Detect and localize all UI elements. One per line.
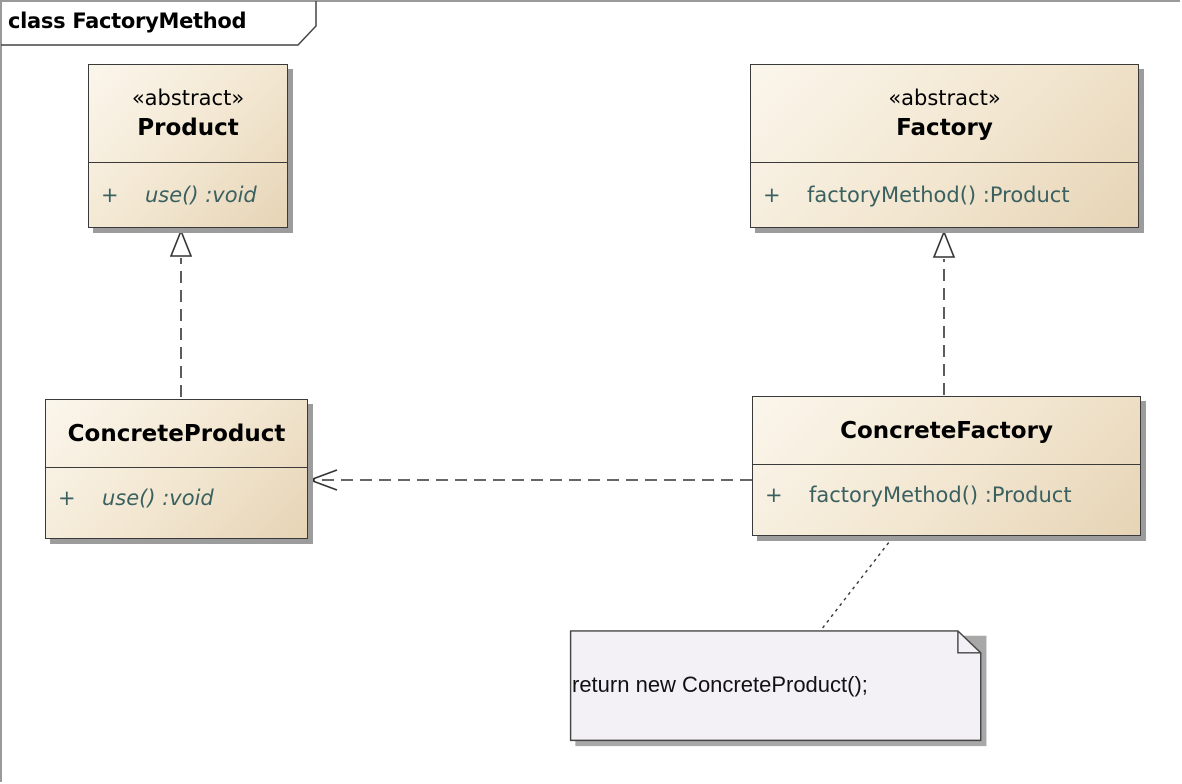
class-concrete-factory[interactable]: ConcreteFactory + factoryMethod() :Produc… (752, 396, 1141, 536)
operation-signature: factoryMethod() :Product (809, 483, 1072, 507)
class-concrete-factory-operations: + factoryMethod() :Product (753, 465, 1140, 535)
class-factory-stereotype: «abstract» (888, 85, 1001, 110)
operation-use[interactable]: + use() :void (58, 486, 307, 510)
class-product-stereotype: «abstract» (131, 85, 245, 110)
class-concrete-product-header: ConcreteProduct (46, 400, 307, 468)
note-shape[interactable] (562, 630, 996, 748)
class-product-name: Product (137, 114, 239, 141)
operation-signature: use() :void (145, 183, 257, 207)
class-product-header: «abstract» Product (89, 65, 287, 163)
class-factory-header: «abstract» Factory (751, 65, 1138, 163)
operation-signature: use() :void (102, 486, 214, 510)
class-concrete-product-name: ConcreteProduct (67, 420, 286, 447)
class-factory-name: Factory (896, 114, 993, 141)
visibility-public: + (765, 483, 783, 507)
class-concrete-product-operations: + use() :void (46, 468, 307, 538)
visibility-public: + (58, 486, 76, 510)
operation-factory-method[interactable]: + factoryMethod() :Product (765, 483, 1140, 507)
operation-use[interactable]: + use() :void (101, 183, 287, 207)
realization-arrowhead-product (169, 228, 193, 257)
frame-title: class FactoryMethod (8, 9, 247, 33)
class-factory-operations: + factoryMethod() :Product (751, 163, 1138, 225)
class-product-operations: + use() :void (89, 163, 287, 225)
frame-title-tab (1, 1, 317, 46)
class-concrete-factory-name: ConcreteFactory (840, 417, 1053, 444)
visibility-public: + (763, 183, 781, 207)
class-concrete-product[interactable]: ConcreteProduct + use() :void (45, 399, 308, 539)
visibility-public: + (101, 183, 119, 207)
realization-arrowhead-factory (932, 229, 956, 258)
operation-factory-method[interactable]: + factoryMethod() :Product (763, 183, 1138, 207)
note-text: return new ConcreteProduct(); (572, 672, 868, 697)
class-factory[interactable]: «abstract» Factory + factoryMethod() :Pro… (750, 64, 1139, 228)
class-product[interactable]: «abstract» Product + use() :void (88, 64, 288, 228)
operation-signature: factoryMethod() :Product (807, 183, 1070, 207)
class-concrete-factory-header: ConcreteFactory (753, 397, 1140, 465)
dependency-arrowhead (307, 469, 338, 491)
note-link-line (820, 536, 894, 631)
